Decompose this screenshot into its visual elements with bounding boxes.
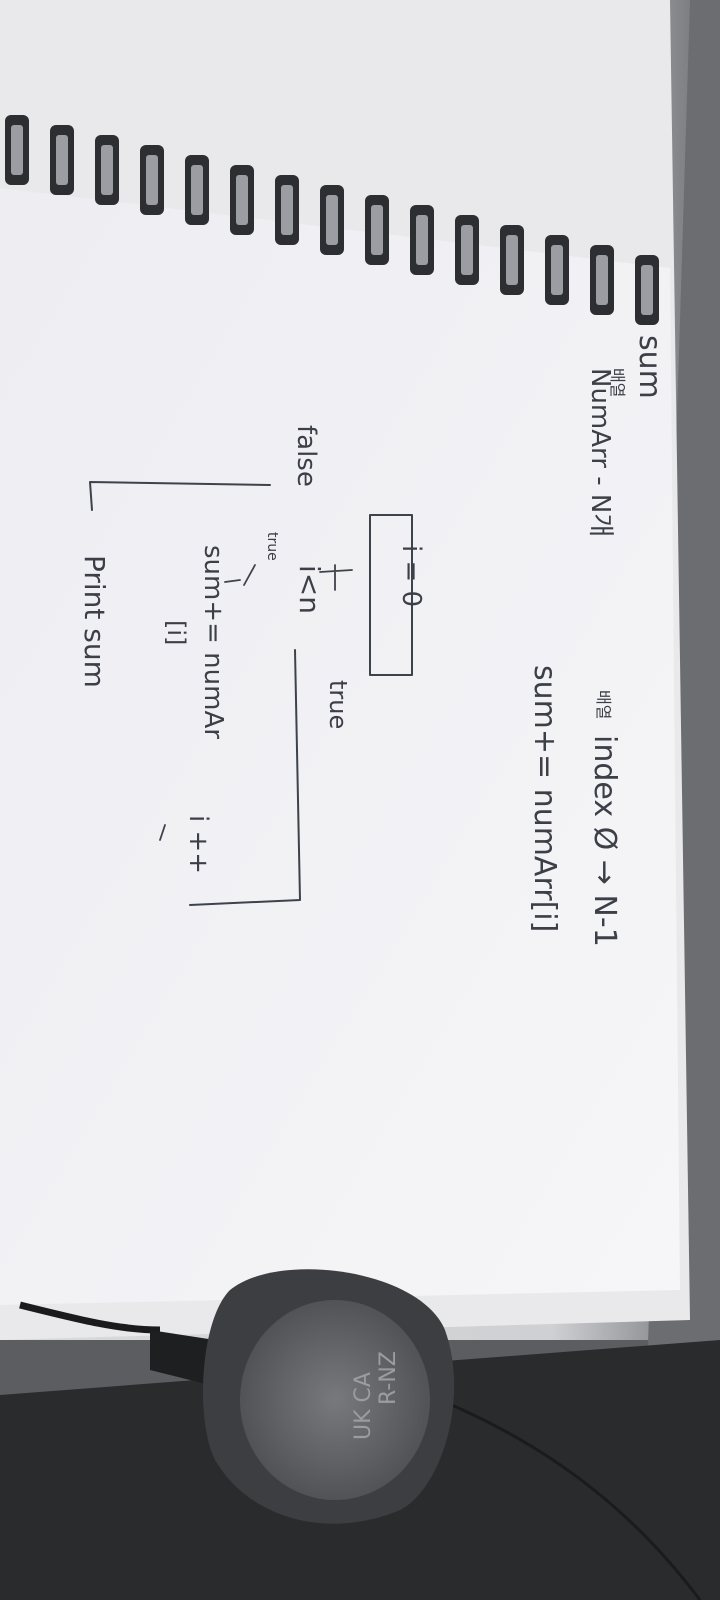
spiral-ring-highlight xyxy=(416,215,428,265)
init-box xyxy=(369,514,413,676)
case-marking: R-NZ xyxy=(376,1351,401,1405)
spiral-ring-highlight xyxy=(506,235,518,285)
spiral-binding xyxy=(5,115,659,325)
spiral-ring-highlight xyxy=(146,155,158,205)
note-loop-label: 배열 xyxy=(594,690,613,719)
note-true-small: true xyxy=(264,532,280,561)
case-marking: UK CA xyxy=(351,1372,376,1440)
handwritten-notes: sum 배열 NumArr - N개 배열 index Ø → N-1 sum+… xyxy=(78,335,667,947)
spiral-ring-highlight xyxy=(371,205,383,255)
note-true-right: true xyxy=(324,680,352,729)
earbuds-case: UK CA R-NZ xyxy=(203,1269,455,1524)
spiral-ring-highlight xyxy=(236,175,248,225)
spiral-ring-highlight xyxy=(551,245,563,295)
note-loop-line: index Ø → N-1 xyxy=(587,735,622,947)
note-loop-body: sum+= numArr[i] xyxy=(527,665,562,932)
spiral-ring-highlight xyxy=(596,255,608,305)
note-title: sum xyxy=(632,335,667,399)
spiral-ring-highlight xyxy=(641,265,653,315)
note-init: i = 0 xyxy=(396,545,426,607)
spiral-ring-highlight xyxy=(11,125,23,175)
note-array-line: NumArr - N개 xyxy=(585,368,615,537)
spiral-ring-highlight xyxy=(191,165,203,215)
spiral-ring-highlight xyxy=(461,225,473,275)
note-array-label: 배열 xyxy=(608,368,627,397)
note-condition: i<n xyxy=(293,565,326,614)
note-body-2: [i] xyxy=(162,620,190,645)
note-output: Print sum xyxy=(78,555,111,688)
spiral-ring-highlight xyxy=(56,135,68,185)
notebook-page xyxy=(0,188,680,1305)
note-increment: i ++ xyxy=(183,815,213,874)
charging-cable xyxy=(19,1301,161,1334)
note-false: false xyxy=(291,425,321,487)
note-body-1: sum+= numAr xyxy=(198,545,228,739)
spiral-ring-highlight xyxy=(281,185,293,235)
spiral-ring-highlight xyxy=(101,145,113,195)
spiral-ring-highlight xyxy=(326,195,338,245)
